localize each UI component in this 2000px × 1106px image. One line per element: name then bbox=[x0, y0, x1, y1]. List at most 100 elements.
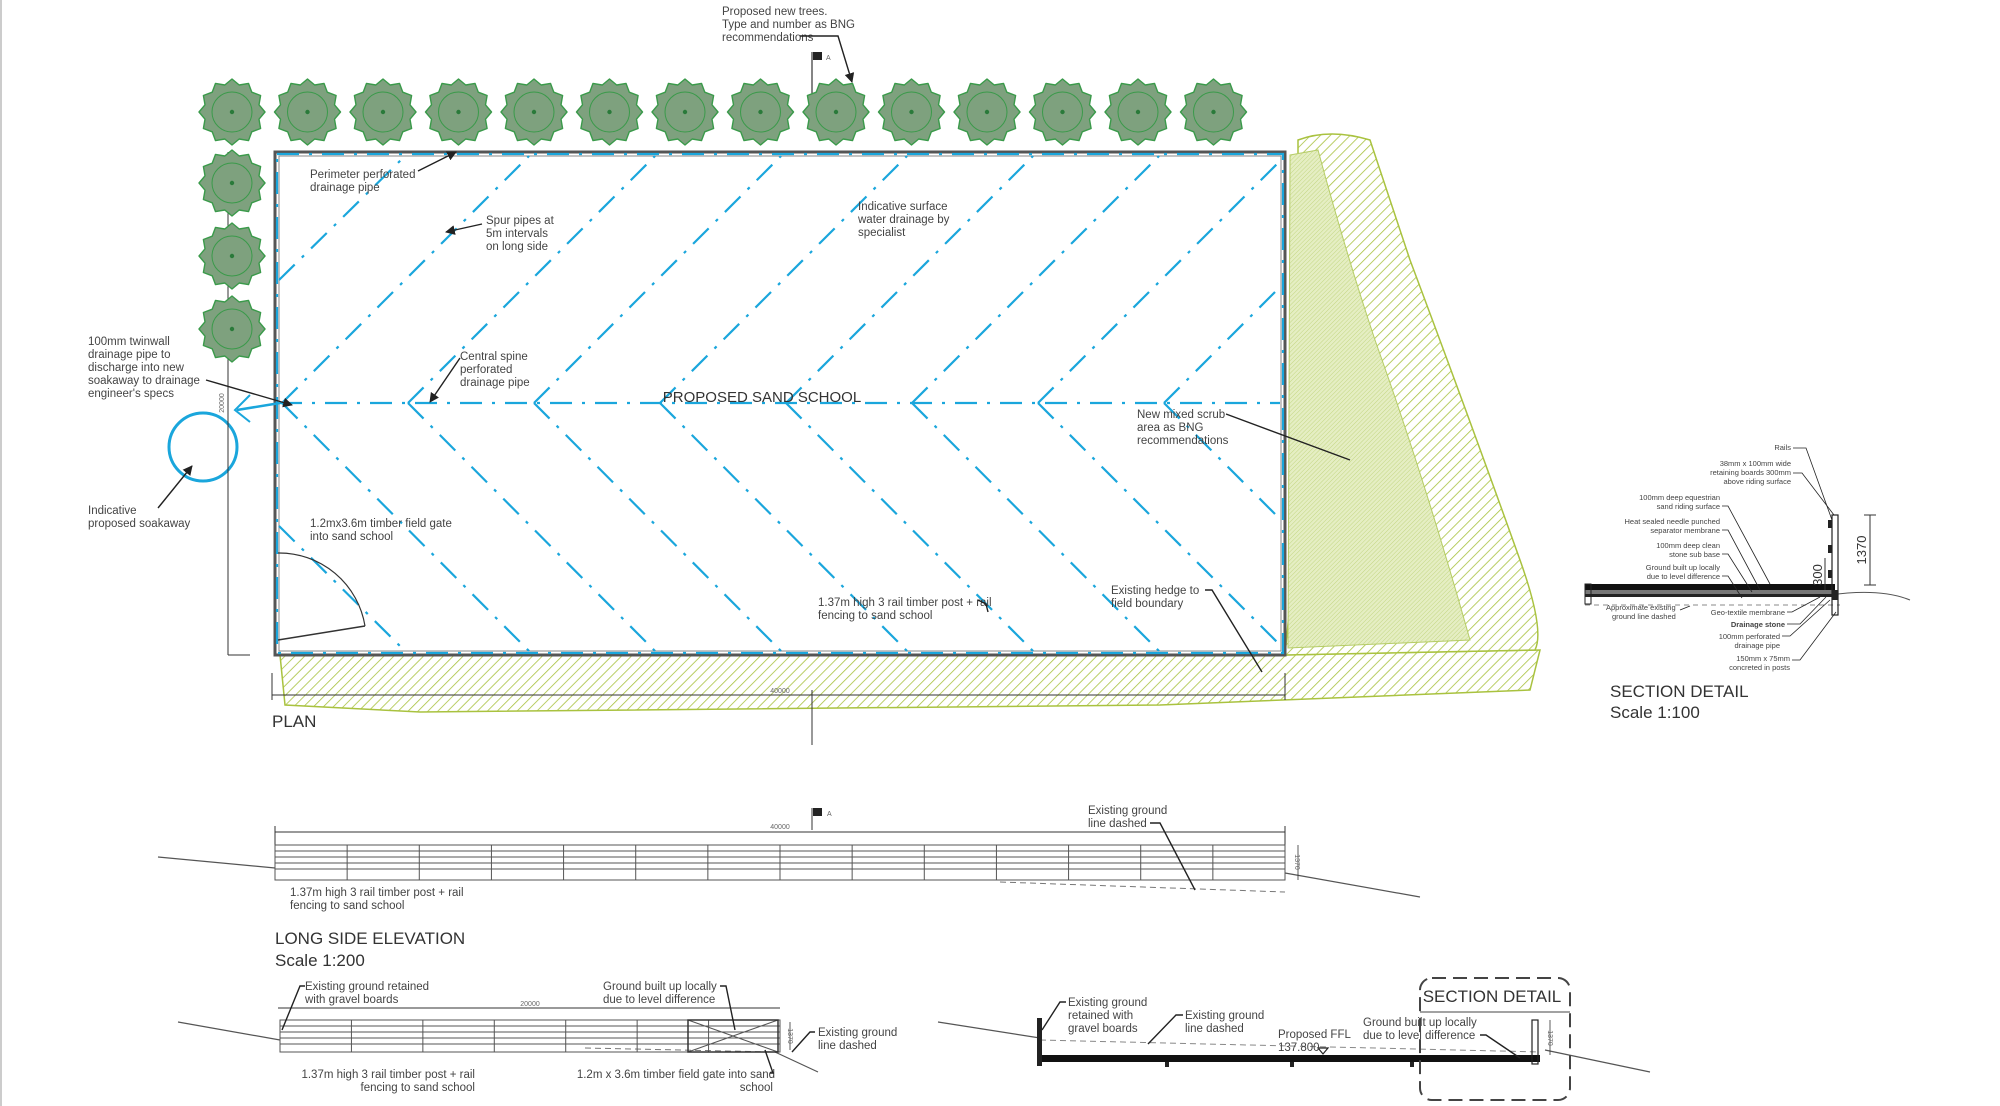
label-perforated-pipe-1: 100mm perforated bbox=[1719, 632, 1780, 641]
label-retaining-3: above riding surface bbox=[1723, 477, 1791, 486]
gate-brace bbox=[687, 1019, 779, 1053]
label-built-up-1: Ground built up locally bbox=[1646, 563, 1720, 572]
section-drainage-stone bbox=[1585, 594, 1835, 597]
leader-built-up bbox=[1722, 575, 1743, 599]
leader-cut-built-up bbox=[1480, 1034, 1521, 1059]
tree-icon bbox=[1104, 78, 1172, 146]
note-perimeter-pipe-line-2: drainage pipe bbox=[310, 182, 380, 194]
gate-swing-arc bbox=[277, 552, 366, 627]
spur-pipe bbox=[281, 155, 530, 404]
section-cut-right-post bbox=[1531, 1019, 1539, 1065]
short-note-built-up-2: due to level difference bbox=[603, 994, 715, 1006]
leader-cut-retained bbox=[1041, 1001, 1066, 1031]
cut-note-retained-1: Existing ground bbox=[1068, 997, 1147, 1009]
leader-perimeter-pipe bbox=[417, 151, 457, 172]
cut-note-ground-2: line dashed bbox=[1185, 1023, 1244, 1035]
short-elevation-view: 20000 1370 Existing ground retained with… bbox=[177, 981, 897, 1094]
long-elevation-fence bbox=[274, 844, 1286, 881]
label-retaining-2: retaining boards 300mm bbox=[1710, 468, 1791, 477]
section-detail-callout-label: SECTION DETAIL bbox=[1423, 987, 1562, 1006]
note-spur-pipes: Spur pipes at 5m intervals on long side bbox=[445, 215, 555, 253]
note-hedge: Existing hedge to field boundary bbox=[1111, 585, 1263, 673]
long-elevation-marker-flag bbox=[813, 808, 822, 816]
note-fencing-line-1: 1.37m high 3 rail timber post + rail bbox=[818, 597, 992, 609]
section-cut-surface bbox=[1040, 1055, 1540, 1062]
section-post bbox=[1831, 514, 1839, 616]
note-twinwall-pipe: 100mm twinwall drainage pipe to discharg… bbox=[88, 336, 293, 408]
plan-depth-value: 20000 bbox=[219, 393, 226, 413]
note-surface-drainage-line-3: specialist bbox=[858, 227, 906, 239]
note-central-spine-line-2: perforated bbox=[460, 364, 512, 376]
note-soakaway-line-1: Indicative bbox=[88, 505, 137, 517]
cut-note-built-up-2: due to level difference bbox=[1363, 1030, 1475, 1042]
cut-ffl-label: Proposed FFL bbox=[1278, 1029, 1351, 1041]
note-central-spine: Central spine perforated drainage pipe bbox=[429, 351, 530, 403]
long-elevation-height-value: 1370 bbox=[1293, 854, 1300, 870]
tree-icon bbox=[424, 78, 493, 146]
long-note-fencing-2: fencing to sand school bbox=[290, 900, 404, 912]
spur-pipe bbox=[407, 155, 656, 404]
spur-pipe bbox=[1037, 159, 1282, 404]
label-membrane-1: Heat sealed needle punched bbox=[1625, 517, 1721, 526]
leader-geotextile bbox=[1787, 596, 1821, 613]
tree-icon bbox=[198, 295, 266, 363]
short-elevation-dim-value: 20000 bbox=[520, 1001, 540, 1008]
section-detail-view: 1370 300 Rails 38mm x 100mm wide retaini… bbox=[1584, 443, 1911, 722]
spur-pipe bbox=[1163, 402, 1282, 521]
spur-pipe bbox=[785, 155, 1034, 404]
gate-leaf bbox=[277, 625, 366, 641]
leader-perforated-pipe bbox=[1782, 599, 1831, 637]
leader-membrane bbox=[1722, 529, 1761, 591]
short-note-fencing-2: fencing to sand school bbox=[361, 1082, 475, 1094]
tree-icon bbox=[198, 78, 266, 146]
label-built-up-2: due to level difference bbox=[1647, 572, 1720, 581]
ffl-marker bbox=[1316, 1047, 1330, 1055]
long-elevation-dashed-ground bbox=[999, 881, 1286, 893]
leader-cut-ground bbox=[1147, 1014, 1183, 1045]
long-note-fencing-1: 1.37m high 3 rail timber post + rail bbox=[290, 887, 464, 899]
spur-pipes bbox=[278, 155, 1282, 652]
section-cut-ground bbox=[937, 1021, 1651, 1073]
leader-short-gate bbox=[764, 1049, 774, 1074]
note-spur-pipes-line-1: Spur pipes at bbox=[486, 215, 555, 227]
leader-hedge bbox=[1205, 589, 1263, 673]
long-elevation-scale: Scale 1:200 bbox=[275, 951, 365, 970]
short-note-retained-2: with gravel boards bbox=[304, 994, 399, 1006]
label-retaining-1: 38mm x 100mm wide bbox=[1720, 459, 1791, 468]
short-note-ground-1: Existing ground bbox=[818, 1027, 897, 1039]
note-gate-line-1: 1.2mx3.6m timber field gate bbox=[310, 518, 452, 530]
note-scrub-line-3: recommendations bbox=[1137, 435, 1229, 447]
plan-view: 20000 40000 A PROPOSED SAND SCHOOL Propo… bbox=[88, 6, 1541, 745]
leader-drainage-stone bbox=[1787, 596, 1827, 625]
note-spur-pipes-line-2: 5m intervals bbox=[486, 228, 548, 240]
section-rail bbox=[1828, 520, 1832, 528]
long-note-ground-1: Existing ground bbox=[1088, 805, 1167, 817]
label-geotextile: Geo-textile membrane bbox=[1711, 608, 1785, 617]
label-approx-ground-2: ground line dashed bbox=[1612, 612, 1676, 621]
short-elevation-dashed-ground bbox=[584, 1047, 776, 1053]
leader-short-built-up bbox=[720, 985, 736, 1031]
spur-pipe bbox=[911, 155, 1160, 404]
note-soakaway: Indicative proposed soakaway bbox=[88, 465, 193, 530]
twinwall-discharge-pipe bbox=[236, 401, 281, 412]
short-note-gate-2: school bbox=[740, 1082, 773, 1094]
section-end-board bbox=[1584, 583, 1592, 605]
long-elevation-marker-label: A bbox=[827, 811, 832, 818]
tree-icon bbox=[349, 78, 417, 146]
tree-icon bbox=[726, 78, 795, 146]
soakaway-circle bbox=[167, 411, 239, 483]
label-membrane-2: separator membrane bbox=[1650, 526, 1720, 535]
label-perforated-pipe-2: drainage pipe bbox=[1735, 641, 1780, 650]
label-equestrian-1: 100mm deep equestrian bbox=[1639, 493, 1720, 502]
existing-hedge-bottom bbox=[279, 649, 1541, 713]
note-gate: 1.2mx3.6m timber field gate into sand sc… bbox=[310, 518, 452, 543]
note-central-spine-line-1: Central spine bbox=[460, 351, 528, 363]
section-height-value: 1370 bbox=[1854, 536, 1869, 565]
section-base-value: 300 bbox=[1810, 564, 1825, 586]
section-cut-height-value: 1370 bbox=[1546, 1030, 1553, 1046]
tree-icon bbox=[198, 149, 266, 217]
label-drainage-stone: Drainage stone bbox=[1731, 620, 1785, 629]
section-cut-post-base bbox=[1410, 1062, 1414, 1067]
section-cut-post-base bbox=[1290, 1062, 1294, 1067]
leader-approx-ground bbox=[1679, 605, 1691, 611]
